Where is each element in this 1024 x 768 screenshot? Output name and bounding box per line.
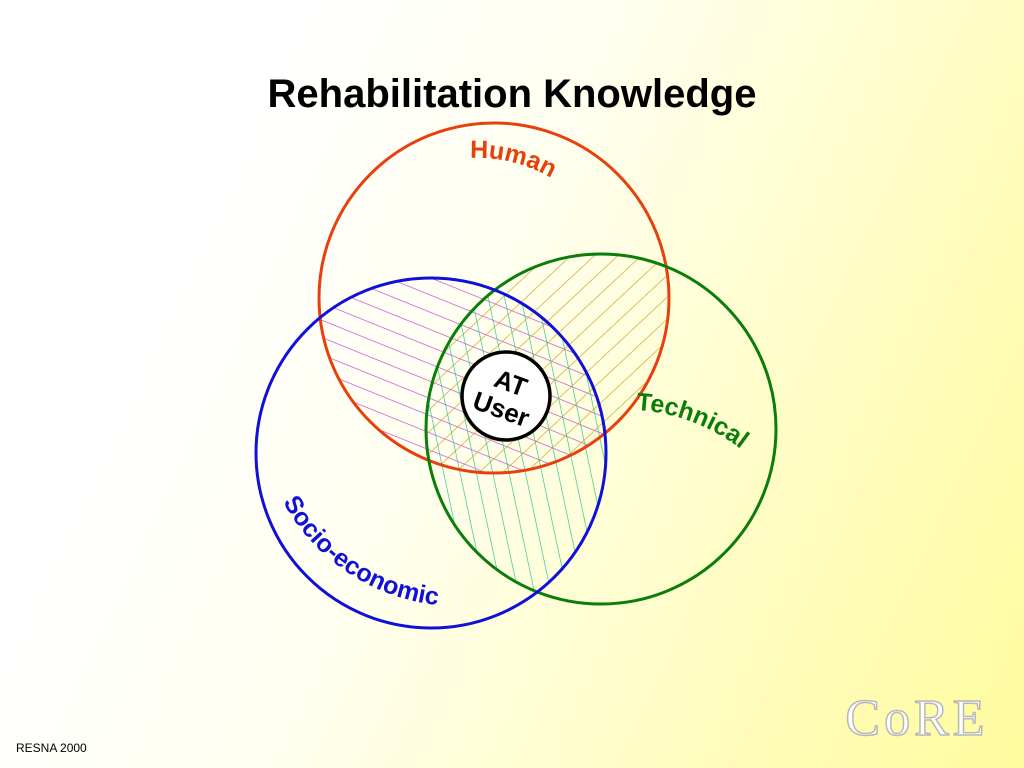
set-circle-technical <box>424 252 778 606</box>
core-logo-text: CoRE <box>845 690 988 747</box>
set-circle-human <box>317 121 671 475</box>
set-label-human: Human <box>470 136 562 183</box>
set-label-technical: Technical <box>635 388 754 454</box>
footer-source: RESNA 2000 <box>16 741 87 755</box>
set-label-socio: Socio-economic <box>278 491 441 611</box>
slide-title: Rehabilitation Knowledge <box>267 72 757 116</box>
core-logo: CoRE <box>845 689 988 748</box>
center-circle <box>460 350 552 442</box>
set-circle-socio <box>254 276 608 630</box>
